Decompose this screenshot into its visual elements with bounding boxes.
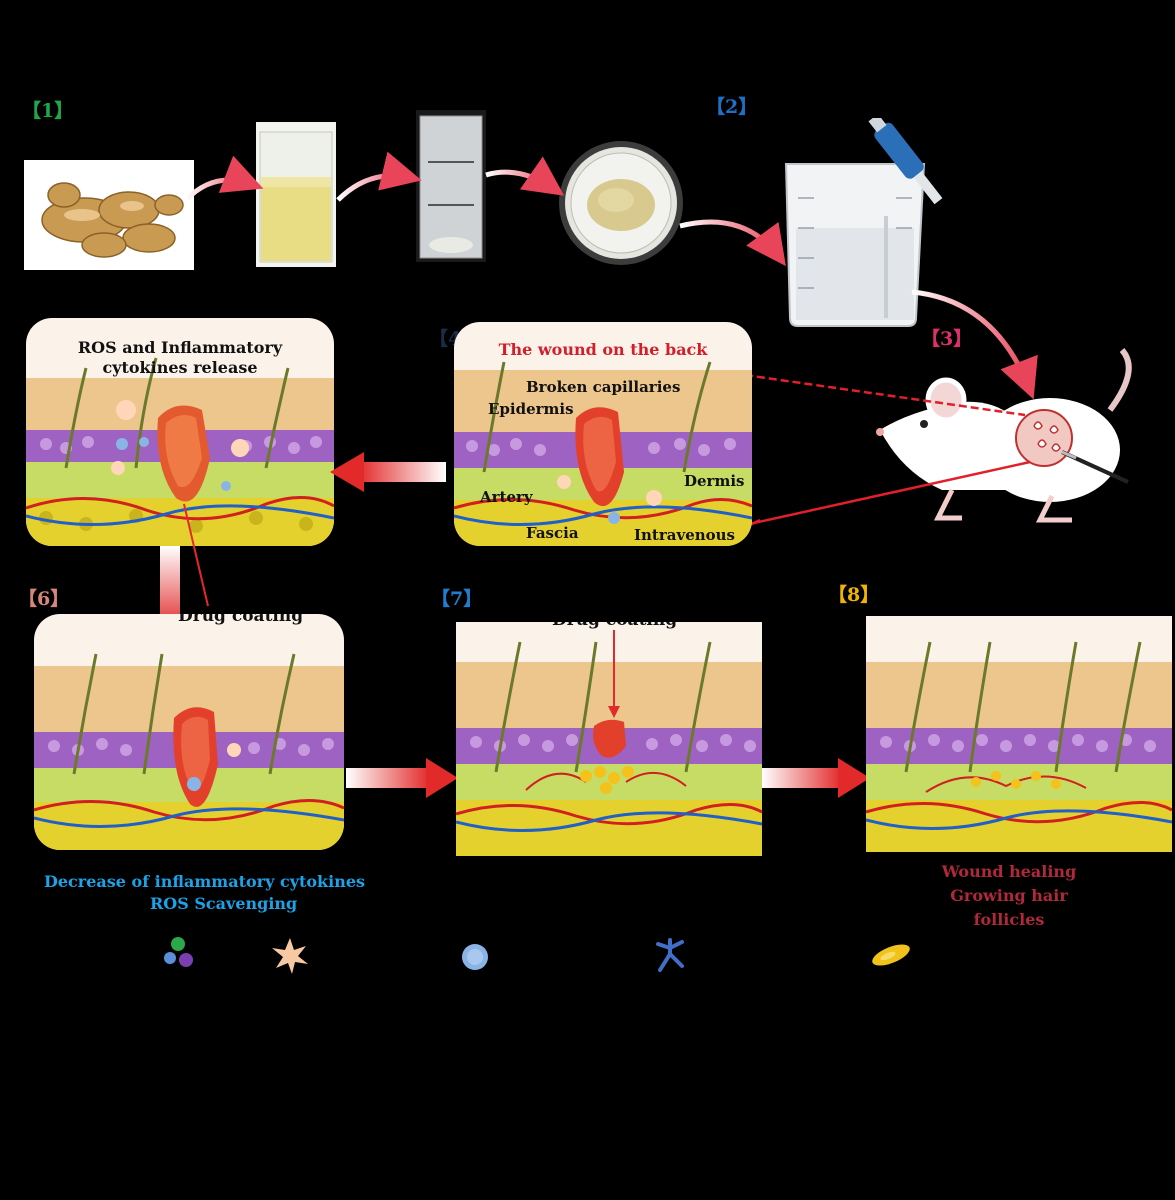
arrow-beaker-to-mouse (911, 289, 1038, 400)
arrow-tube-to-dish (485, 156, 565, 196)
label-fascia: Fascia (526, 524, 579, 542)
skin-tissue-illustration-5 (26, 357, 334, 546)
arrow-dish-to-beaker (679, 219, 786, 267)
panel-6-drug-coating: Drug coating (34, 614, 344, 850)
label-dermis: Dermis (684, 472, 745, 490)
panel-8-wound-healed (866, 616, 1172, 852)
panel-7-drug-coating-label: Drug coating (552, 622, 677, 630)
arrow-panel7-to-panel8 (762, 758, 870, 798)
caption-healing-line2: Growing hair (950, 886, 1068, 905)
step-label-7: 【7】 (431, 588, 483, 610)
panel-5-title-line1: ROS and Inflammatory (77, 338, 283, 357)
label-intravenous: Intravenous (634, 526, 735, 544)
label-epidermis: Epidermis (488, 400, 574, 418)
panel-5-title-line2: cytokines release (102, 358, 258, 377)
ginger-juice-jar-image (256, 122, 336, 267)
step-label-2: 【2】 (706, 96, 758, 118)
skin-tissue-illustration-6 (34, 653, 344, 850)
step-label-1: 【1】 (22, 100, 74, 122)
top-row-arrows (184, 151, 1038, 400)
centrifuge-tube-image (416, 110, 486, 262)
beaker-pipette-image (784, 118, 943, 327)
panel-4-wound-on-back: The wound on the back Broken capillaries… (454, 322, 752, 546)
skin-tissue-illustration-8 (866, 641, 1172, 852)
mouse-image (876, 347, 1132, 523)
caption-healing-line1: Wound healing (941, 862, 1077, 881)
panel-7-healing-progress: Drug coating (456, 622, 762, 856)
cytokine-burst-icon (272, 938, 308, 974)
caption-healing-line3: follicles (973, 910, 1045, 929)
arrow-panel6-to-panel7 (346, 758, 458, 798)
skin-tissue-illustration-7 (456, 641, 762, 856)
caption-decrease-line2: ROS Scavenging (150, 894, 298, 913)
petri-dish-powder-image (559, 141, 683, 265)
pointer-panel7-drug (608, 630, 620, 718)
pointer-panel5-drug (183, 503, 209, 607)
panel-6-drug-coating-label: Drug coating (178, 614, 304, 626)
arrow-juice-to-tube (336, 151, 422, 202)
step-label-3: 【3】 (921, 328, 973, 350)
caption-decrease-line1: Decrease of inflammatory cytokines (44, 872, 366, 891)
immune-cells-icon (164, 937, 193, 967)
panel-4-title: The wound on the back (498, 340, 708, 359)
fibroblast-icon (656, 938, 684, 972)
arrow-ginger-to-juice (184, 155, 264, 202)
arrow-panel4-to-panel5 (330, 452, 446, 492)
ginger-root-image (24, 160, 194, 270)
label-broken-capillaries: Broken capillaries (526, 378, 681, 396)
panel-5-ros-release: ROS and Inflammatory cytokines release (26, 318, 334, 546)
skin-tissue-illustration-4 (454, 361, 752, 546)
step-label-6: 【6】 (18, 588, 70, 610)
label-artery: Artery (480, 488, 533, 506)
step-label-8: 【8】 (828, 584, 880, 606)
ros-particle-icon (462, 944, 488, 970)
collagen-capsule-icon (872, 944, 910, 966)
